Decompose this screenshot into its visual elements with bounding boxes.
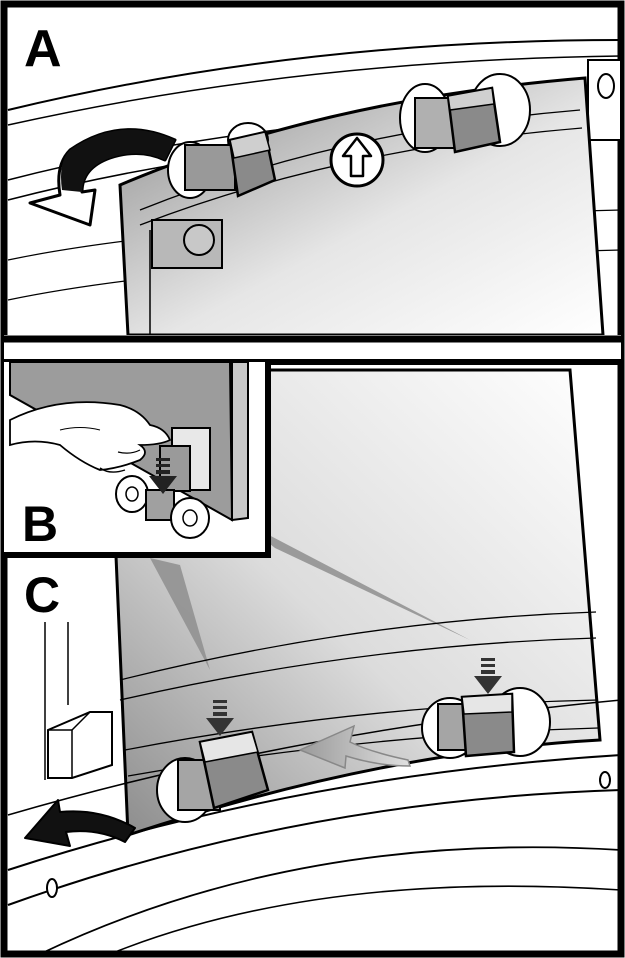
panel-a: A [8, 16, 621, 335]
panel-label-c: C [24, 567, 60, 623]
curved-arrow-icon-c [25, 800, 135, 846]
right-clip [400, 74, 530, 152]
panel-b: B [4, 362, 268, 555]
panel-label-b: B [22, 496, 58, 552]
panel-label-a: A [24, 20, 62, 78]
right-clip-c [422, 688, 550, 758]
left-clip [168, 123, 275, 198]
up-arrow-in-circle-icon [331, 134, 383, 186]
